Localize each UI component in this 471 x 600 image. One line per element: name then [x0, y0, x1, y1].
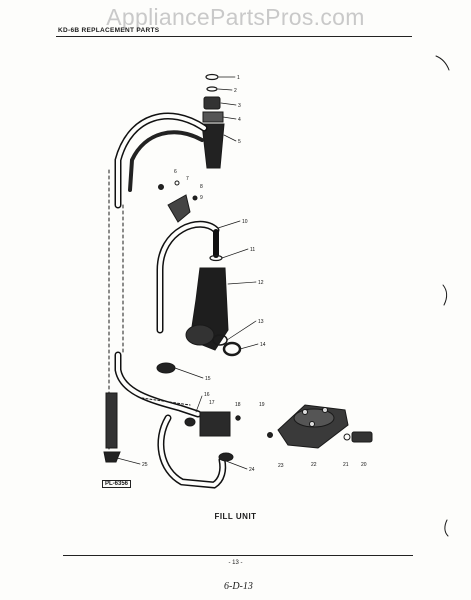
- part-18-washer: [184, 417, 196, 427]
- part-14-nut: [222, 341, 242, 357]
- page-header: KD-6B REPLACEMENT PARTS: [58, 27, 160, 34]
- callout-17: 17: [209, 400, 215, 406]
- callout-8: 8: [200, 184, 203, 190]
- callout-24: 24: [249, 467, 255, 473]
- callout-1: 1: [237, 75, 240, 81]
- callout-16: 16: [204, 392, 210, 398]
- part-6-screw: [158, 184, 164, 190]
- callout-22: 22: [311, 462, 317, 468]
- callout-14: 14: [260, 342, 266, 348]
- callout-21: 21: [343, 462, 349, 468]
- part-17-valve: [199, 411, 231, 437]
- part-4-coupling: [202, 111, 224, 123]
- callout-11: 11: [250, 247, 255, 253]
- figure-caption: FILL UNIT: [214, 512, 257, 521]
- callout-23: 23: [278, 463, 284, 469]
- callout-2: 2: [234, 88, 237, 94]
- callout-7: 7: [186, 176, 189, 182]
- part-23-screw: [267, 432, 273, 438]
- part-1-washer: [205, 73, 219, 81]
- part-2-ring: [206, 86, 218, 92]
- part-21-ring: [343, 433, 351, 441]
- callout-19: 19: [259, 402, 265, 408]
- callout-18: 18: [235, 402, 241, 408]
- watermark: AppliancePartsPros.com: [106, 4, 365, 30]
- callout-9: 9: [200, 195, 203, 201]
- part-7-washer: [174, 180, 180, 186]
- callout-3: 3: [238, 103, 241, 109]
- plate-number: PL-6356: [102, 480, 132, 488]
- part-8-screw: [192, 195, 198, 201]
- callout-13: 13: [258, 319, 264, 325]
- lower-hose: [114, 351, 202, 418]
- callout-4: 4: [238, 117, 241, 123]
- part-3-fitting: [203, 96, 221, 110]
- part-25-hose: [105, 392, 118, 449]
- callout-10: 10: [242, 219, 248, 225]
- callout-15: 15: [205, 376, 211, 382]
- header-rule: [56, 36, 412, 37]
- page-number: - 13 -: [228, 560, 243, 566]
- callout-5: 5: [238, 139, 241, 145]
- part-19-screw: [235, 415, 241, 421]
- part-20-plug: [351, 431, 373, 443]
- bottom-rule: [63, 555, 413, 556]
- callout-6: 6: [174, 169, 177, 175]
- part-5-valve-body: [201, 123, 225, 169]
- part-9-bracket: [167, 194, 191, 223]
- callout-25: 25: [142, 462, 148, 468]
- callout-12: 12: [258, 280, 264, 286]
- handwritten-note: 6-D-13: [224, 581, 253, 592]
- callout-20: 20: [361, 462, 367, 468]
- part-15-clip: [156, 362, 176, 374]
